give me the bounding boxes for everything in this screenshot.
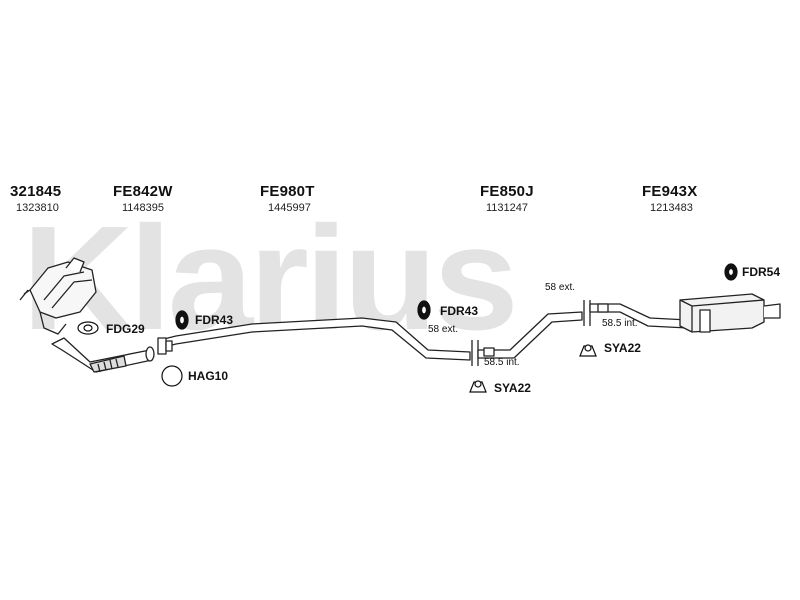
centre-pipe: [157, 317, 471, 361]
part-code: FE850J: [480, 183, 534, 200]
accessory-label-fdr54: FDR54: [742, 265, 781, 279]
rubber-hanger-icon: [417, 300, 431, 320]
part-code: FE842W: [113, 183, 173, 200]
accessory-label-sya22: SYA22: [494, 381, 531, 395]
joint-note-int: 58.5 int.: [602, 318, 638, 329]
part-code: FE943X: [642, 183, 698, 200]
part-number: 1213483: [650, 202, 693, 214]
catalytic-converter: [19, 257, 97, 335]
clamp-icon: [469, 380, 487, 393]
part-code: 321845: [10, 183, 62, 200]
joint-note-ext: 58 ext.: [545, 282, 576, 293]
accessory-label-hag10: HAG10: [188, 369, 229, 383]
rubber-hanger-icon: [724, 263, 738, 281]
joint-note-int: 58.5 int.: [484, 357, 520, 368]
part-centre-pipe: FE980T 1445997: [260, 183, 315, 214]
accessory-label-fdr43: FDR43: [195, 313, 234, 327]
part-rear-silencer: FE943X 1213483: [642, 183, 697, 214]
accessory-label-fdg29: FDG29: [106, 322, 145, 336]
gasket-icon: [77, 321, 99, 335]
part-number: 1131247: [486, 202, 529, 214]
part-number: 1148395: [122, 202, 165, 214]
rear-silencer: [589, 293, 781, 333]
front-pipe: [51, 337, 155, 373]
joint-note-ext: 58 ext.: [428, 324, 459, 335]
ring-clamp-icon: [161, 365, 183, 387]
accessory-label-fdr43: FDR43: [440, 304, 479, 318]
part-middle-pipe: FE850J 1131247: [480, 183, 534, 214]
part-code: FE980T: [260, 183, 315, 200]
part-number: 1445997: [268, 202, 311, 214]
part-number: 1323810: [16, 202, 59, 214]
middle-pipe: [471, 300, 591, 366]
part-front-pipe: FE842W 1148395: [113, 183, 173, 214]
part-catalyst: 321845 1323810: [10, 183, 61, 214]
clamp-icon: [579, 344, 597, 357]
rubber-hanger-icon: [175, 310, 189, 330]
accessory-label-sya22: SYA22: [604, 341, 641, 355]
